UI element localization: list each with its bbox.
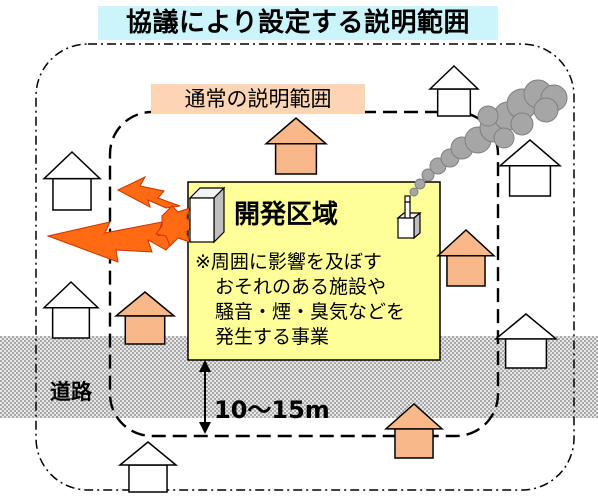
houses (42, 64, 563, 493)
development-area-note: ※周囲に影響を及ぼす おそれのある施設や 騒音・煙・臭気などを 発生する事業 (195, 250, 431, 350)
road-label: 道路 (50, 380, 92, 404)
house-icon (42, 280, 100, 339)
note-line: おそれのある施設や (215, 276, 387, 298)
page-title: 協議により設定する説明範囲 (98, 6, 498, 40)
house-icon (497, 139, 563, 197)
note-line: 騒音・煙・臭気などを (215, 301, 406, 323)
distance-arrow (199, 360, 211, 434)
house-icon (493, 313, 559, 369)
box-icon (188, 186, 226, 244)
house-icon (117, 441, 179, 493)
house-icon (113, 291, 177, 345)
note-line: 発生する事業 (215, 326, 330, 348)
house-icon (42, 150, 102, 211)
note-line: ※周囲に影響を及ぼす (195, 251, 382, 273)
consultation-boundary (35, 43, 575, 491)
house-icon (384, 402, 444, 459)
factory-icon (396, 195, 422, 240)
lightning-icon (46, 175, 197, 263)
development-area (187, 181, 441, 361)
house-icon (263, 117, 329, 175)
distance-label: 10〜15m (214, 396, 330, 424)
normal-range-label: 通常の説明範囲 (151, 84, 365, 114)
house-icon (428, 64, 480, 117)
development-area-label: 開発区域 (234, 200, 339, 230)
smoke-icon (409, 79, 568, 197)
house-icon (436, 228, 496, 287)
